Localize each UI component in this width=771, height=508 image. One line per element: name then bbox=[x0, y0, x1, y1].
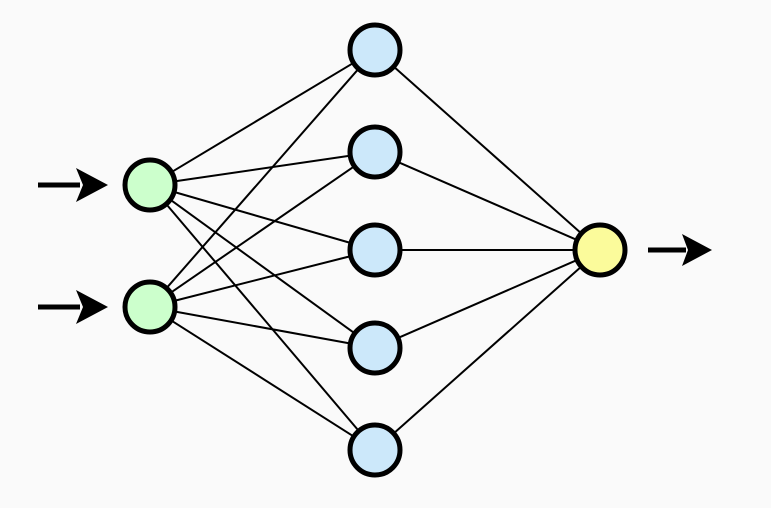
edge-i1-h4 bbox=[168, 197, 357, 336]
edge-i1-h5 bbox=[164, 201, 361, 434]
edge-i2-h3 bbox=[172, 254, 353, 303]
edge-i1-h2 bbox=[172, 154, 353, 183]
nodes-group bbox=[122, 22, 628, 478]
node-input-1[interactable] bbox=[122, 157, 178, 213]
edge-i2-h2 bbox=[168, 164, 357, 295]
input-arrow-top-head bbox=[76, 168, 108, 202]
node-hidden-1[interactable] bbox=[347, 22, 403, 78]
edge-i2-h1 bbox=[164, 66, 361, 291]
edge-i1-h3 bbox=[171, 190, 354, 245]
edge-i1-h1 bbox=[169, 60, 356, 175]
node-output-1[interactable] bbox=[572, 222, 628, 278]
node-hidden-2[interactable] bbox=[347, 124, 403, 180]
edge-h1-o1 bbox=[391, 64, 584, 236]
edge-i2-h5 bbox=[168, 318, 357, 439]
input-arrow-bottom-head bbox=[76, 290, 108, 324]
edge-h5-o1 bbox=[391, 264, 584, 436]
edges-group bbox=[164, 60, 584, 439]
node-hidden-3[interactable] bbox=[347, 222, 403, 278]
node-hidden-5[interactable] bbox=[347, 422, 403, 478]
edge-h2-o1 bbox=[395, 160, 580, 242]
node-hidden-4[interactable] bbox=[347, 320, 403, 376]
node-input-2[interactable] bbox=[122, 279, 178, 335]
edge-h4-o1 bbox=[395, 258, 580, 340]
io-arrows-group bbox=[38, 168, 712, 324]
output-arrow-head bbox=[682, 234, 712, 266]
edge-i2-h4 bbox=[172, 310, 353, 345]
